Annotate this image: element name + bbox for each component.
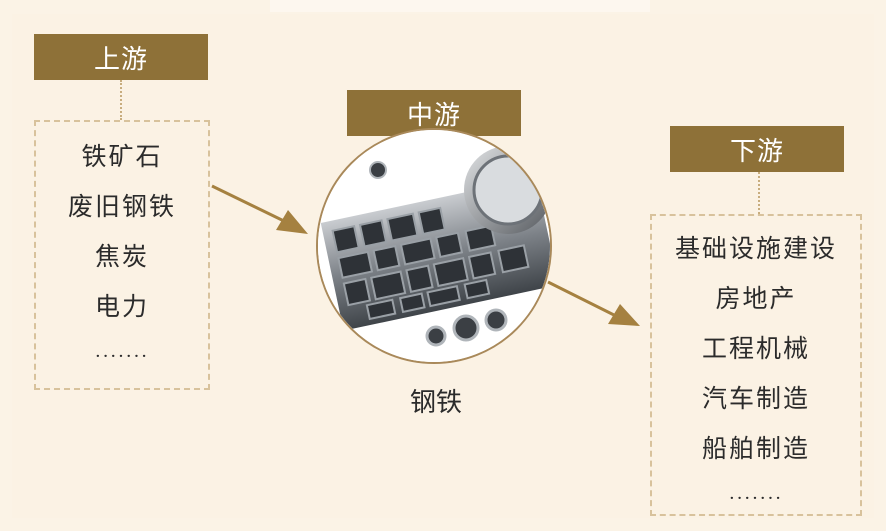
- downstream-item-list: 基础设施建设 房地产 工程机械 汽车制造 船舶制造 ·······: [650, 224, 862, 524]
- downstream-box: [650, 214, 862, 516]
- upstream-item: ·······: [94, 346, 150, 367]
- upstream-label: 上游: [34, 34, 208, 80]
- steel-pipes-icon: [318, 130, 550, 362]
- downstream-label: 下游: [670, 126, 844, 172]
- downstream-item: ·······: [728, 488, 784, 509]
- upstream-item: 电力: [94, 292, 149, 321]
- upstream-item: 铁矿石: [81, 142, 163, 171]
- downstream-item: 船舶制造: [701, 434, 810, 463]
- downstream-item: 工程机械: [701, 334, 810, 363]
- upstream-item: 焦炭: [94, 242, 149, 271]
- upstream-to-midstream-arrow: [211, 184, 308, 234]
- upstream-connector: [120, 80, 122, 120]
- upstream-item-list: 铁矿石 废旧钢铁 焦炭 电力 ·······: [34, 132, 210, 382]
- midstream-caption: 钢铁: [409, 388, 462, 418]
- downstream-item: 汽车制造: [701, 384, 810, 413]
- upstream-box: [34, 120, 210, 390]
- midstream-to-downstream-arrow: [547, 280, 640, 326]
- top-strip: [270, 0, 650, 12]
- upstream-item: 废旧钢铁: [67, 192, 176, 221]
- downstream-item: 房地产: [715, 284, 797, 313]
- midstream-label: 中游: [347, 90, 521, 136]
- downstream-connector: [758, 172, 760, 214]
- downstream-item: 基础设施建设: [674, 234, 837, 263]
- steel-pipes-image: [316, 128, 552, 364]
